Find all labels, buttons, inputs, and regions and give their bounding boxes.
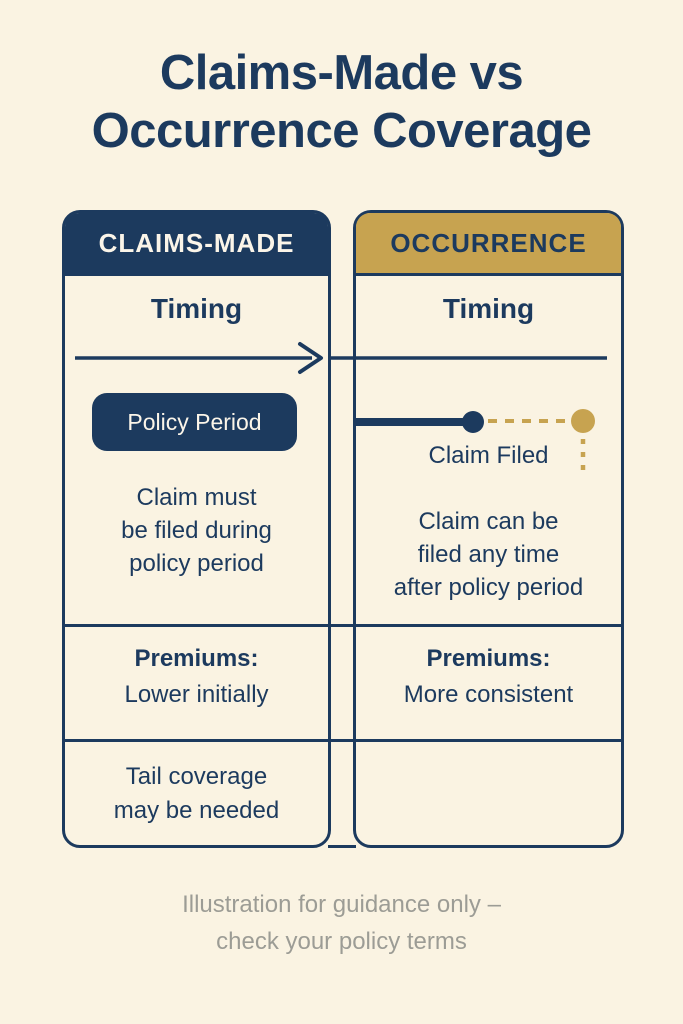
- occurrence-premiums: Premiums: More consistent: [356, 641, 621, 713]
- claims-made-premiums-label: Premiums:: [134, 645, 259, 672]
- table-bottom-connector: [328, 845, 356, 848]
- occurrence-premiums-value: More consistent: [403, 681, 574, 708]
- occurrence-timing-heading: Timing: [442, 293, 535, 324]
- claims-made-header-label: CLAIMS-MADE: [98, 227, 295, 258]
- comparison-table: CLAIMS-MADE Timing Policy Period Claim m…: [62, 210, 624, 848]
- occurrence-premiums-label: Premiums:: [426, 645, 551, 672]
- claims-made-timing-heading: Timing: [150, 293, 243, 324]
- disclaimer-text: Illustration for guidance only – check y…: [182, 891, 501, 955]
- claims-made-column: CLAIMS-MADE Timing Policy Period Claim m…: [62, 210, 331, 848]
- claims-made-premiums: Premiums: Lower initially: [65, 641, 328, 713]
- row-divider-premiums: [62, 624, 624, 627]
- claims-made-timing-description: Claim must be filed during policy period: [121, 484, 272, 577]
- policy-period-label: Policy Period: [127, 408, 262, 435]
- occurrence-header: OCCURRENCE: [356, 213, 621, 276]
- claims-made-header: CLAIMS-MADE: [65, 213, 328, 276]
- occurrence-timing-description: Claim can be filed any time after policy…: [393, 508, 584, 601]
- occurrence-column: OCCURRENCE Timing Claim Filed Claim can …: [353, 210, 624, 848]
- row-divider-tail: [62, 739, 624, 742]
- claim-filed-label: Claim Filed: [428, 442, 549, 469]
- page-title: Claims-Made vs Occurrence Coverage: [91, 46, 592, 158]
- claims-made-tail-note: Tail coverage may be needed: [113, 763, 280, 824]
- policy-period-badge: Policy Period: [92, 393, 297, 451]
- claims-made-premiums-value: Lower initially: [124, 681, 269, 708]
- occurrence-header-label: OCCURRENCE: [390, 227, 587, 258]
